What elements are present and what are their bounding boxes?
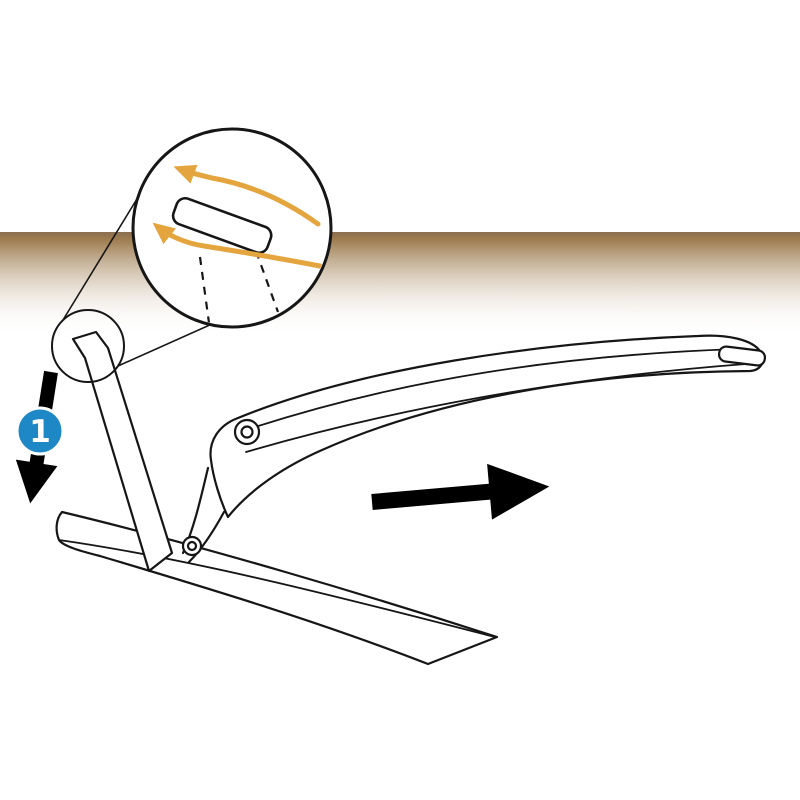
pull-direction-arrow xyxy=(371,463,550,520)
flow-arrow-lower xyxy=(152,222,329,271)
detail-inset xyxy=(131,127,333,329)
anchor-fluke-edge xyxy=(58,539,496,638)
shank-inner-line-lower xyxy=(245,363,747,453)
flow-arrow-upper xyxy=(173,164,321,227)
tip-highlight-circle xyxy=(51,309,125,383)
anchor-tip-profile xyxy=(171,196,273,255)
step-badge: 1 xyxy=(15,406,65,456)
anchor-illustration xyxy=(55,330,767,666)
anchor-fluke xyxy=(55,510,499,666)
anchor-blade xyxy=(71,330,174,573)
seabed-band xyxy=(0,232,800,335)
hidden-edge-dashes xyxy=(198,250,280,324)
flow-arrows xyxy=(152,164,329,271)
step-badge-circle xyxy=(15,406,65,456)
shank-strut-front xyxy=(187,510,226,564)
hidden-edge-left xyxy=(198,256,211,324)
step-badge-label: 1 xyxy=(29,414,51,450)
lower-bolt-inner xyxy=(186,540,198,552)
hidden-edge-right xyxy=(254,250,280,313)
shackle-slot xyxy=(717,345,767,367)
pivot-bolt-inner xyxy=(240,425,254,439)
shank-inner-line-upper xyxy=(251,348,739,429)
